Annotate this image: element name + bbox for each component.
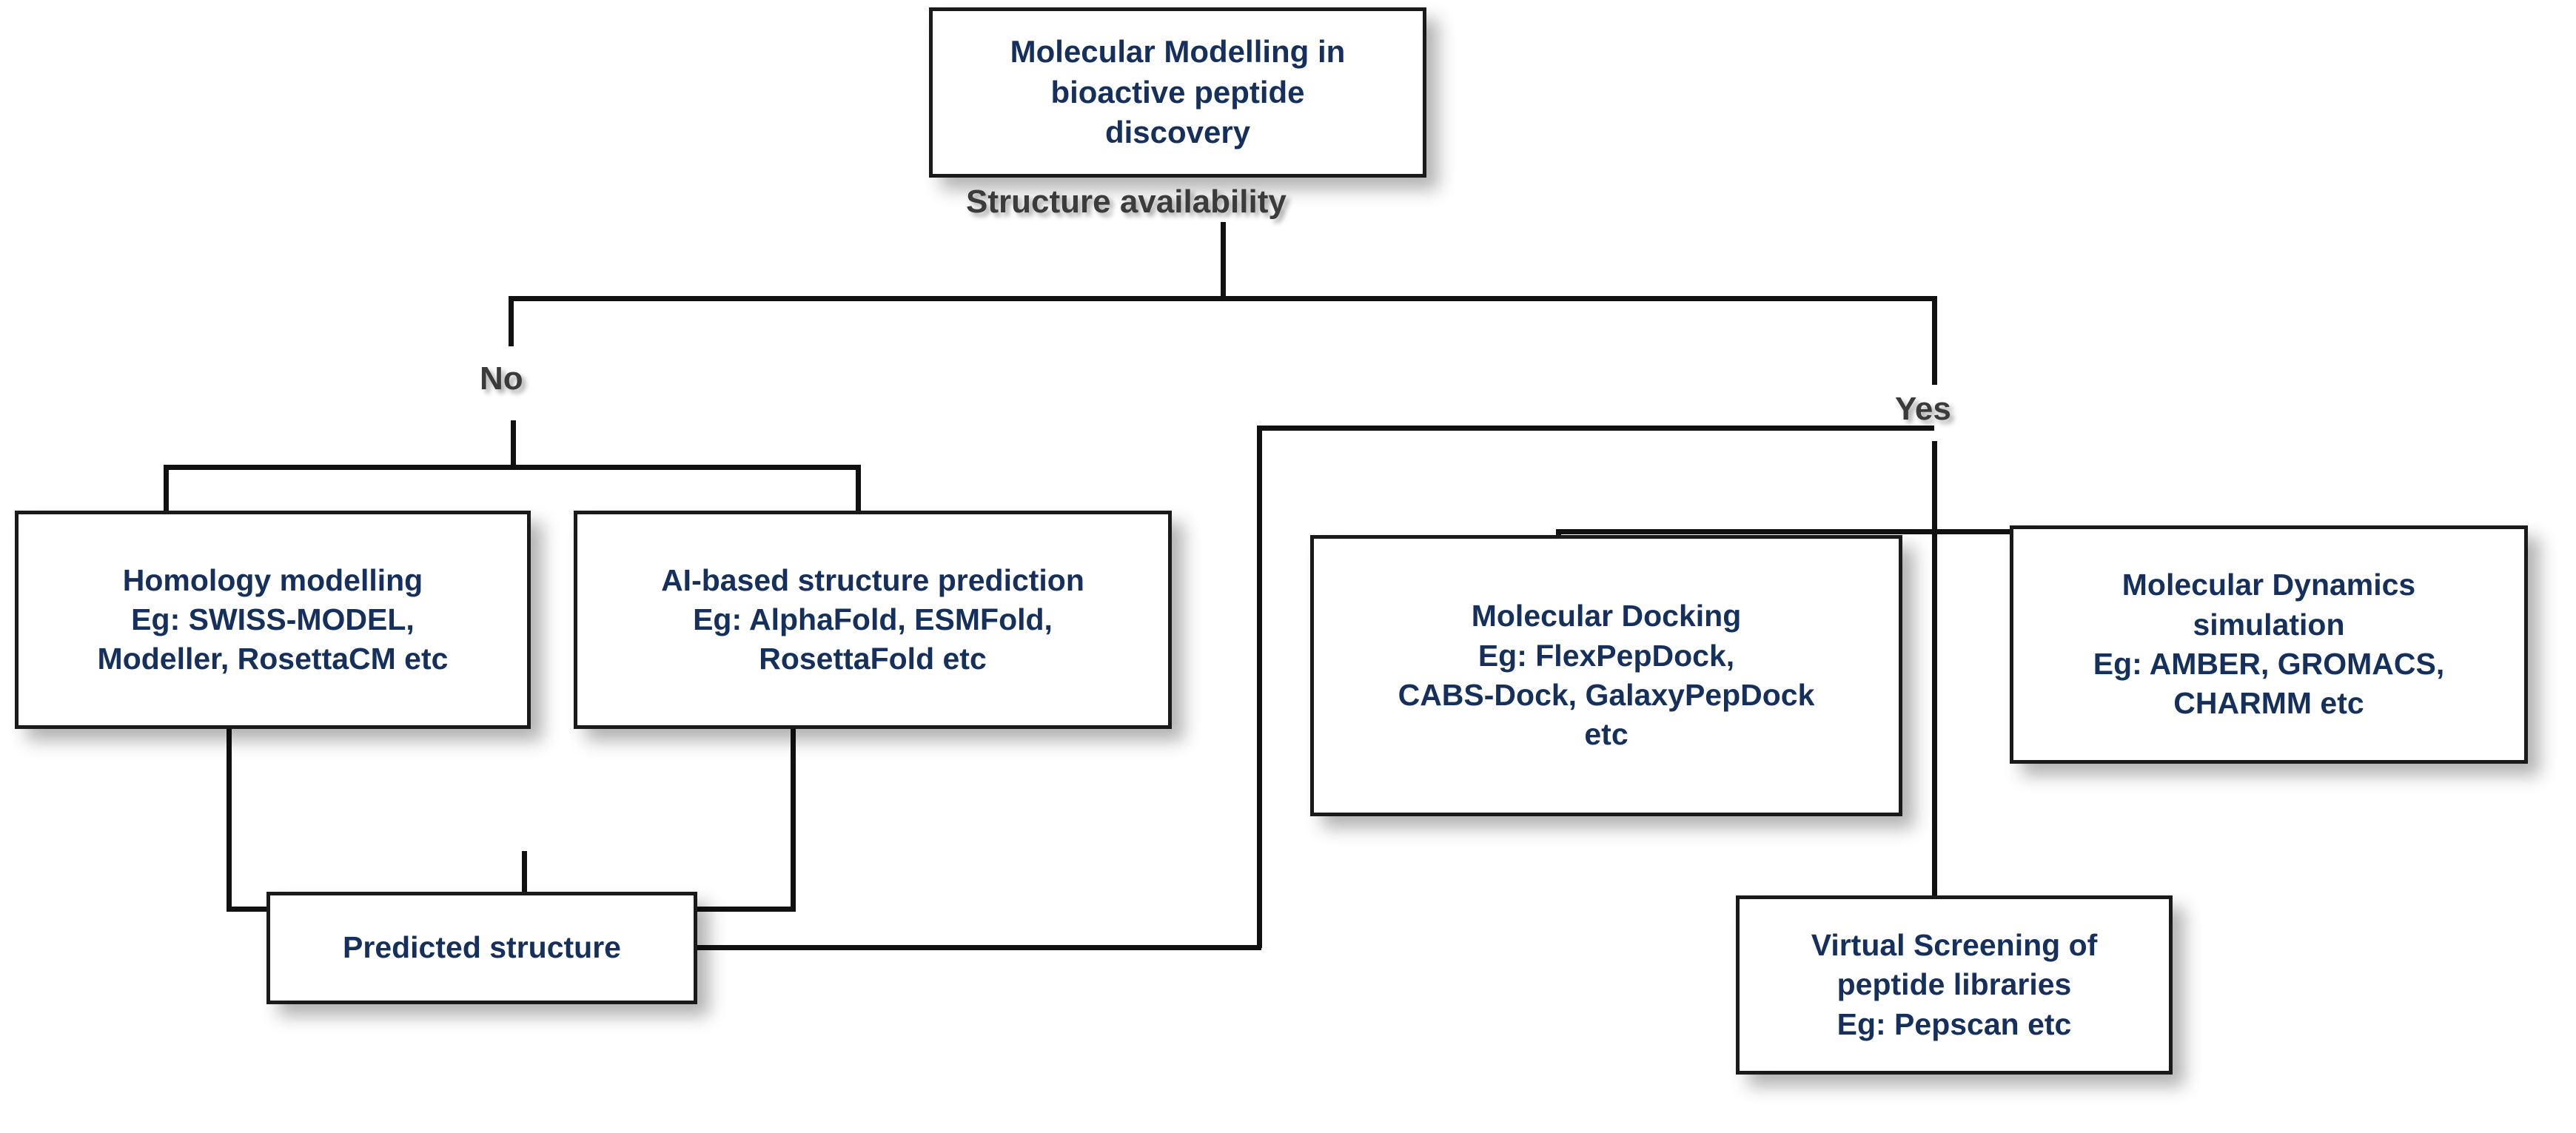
node-predicted-line-1: Predicted structure: [343, 930, 621, 965]
node-docking-line-3: CABS-Dock, GalaxyPepDock: [1398, 678, 1815, 712]
edge-root-stem: [1221, 222, 1226, 300]
node-ai-based-structure-prediction[interactable]: AI-based structure prediction Eg: AlphaF…: [574, 511, 1172, 729]
node-homology-line-2: Eg: SWISS-MODEL,: [131, 602, 415, 636]
edge-no-drop-lower: [511, 420, 516, 469]
edge-yes-drop-upper: [1932, 296, 1937, 385]
edge-yes-trunk: [1932, 441, 1937, 898]
node-root-line-2: bioactive peptide: [1050, 74, 1305, 110]
node-molecular-modelling-root[interactable]: Molecular Modelling in bioactive peptide…: [929, 7, 1426, 178]
edge-no-split-bar: [164, 465, 861, 470]
node-ai-line-3: RosettaFold etc: [759, 642, 987, 676]
node-homology-line-3: Modeller, RosettaCM etc: [97, 642, 449, 676]
node-predicted-structure[interactable]: Predicted structure: [266, 892, 697, 1004]
node-md-line-4: CHARMM etc: [2173, 686, 2364, 721]
node-md-line-3: Eg: AMBER, GROMACS,: [2093, 647, 2445, 681]
node-docking-line-4: etc: [1584, 717, 1629, 752]
node-molecular-docking[interactable]: Molecular Docking Eg: FlexPepDock, CABS-…: [1310, 535, 1902, 816]
edge-main-split-bar: [509, 296, 1937, 301]
node-vs-line-3: Eg: Pepscan etc: [1837, 1006, 2072, 1041]
label-branch-no: No: [480, 360, 523, 397]
node-homology-line-1: Homology modelling: [122, 562, 423, 597]
edge-homology-inlet: [164, 465, 169, 512]
node-md-line-1: Molecular Dynamics: [2121, 568, 2416, 602]
node-vs-line-2: peptide libraries: [1837, 967, 2072, 1002]
label-structure-availability: Structure availability: [966, 184, 1287, 220]
edge-yes-split-bar: [1556, 529, 2343, 534]
edge-predicted-riser: [1257, 426, 1262, 948]
edge-predicted-right-out: [694, 945, 1261, 950]
edge-merge-into-predicted-structure: [522, 851, 527, 910]
node-molecular-dynamics-simulation[interactable]: Molecular Dynamics simulation Eg: AMBER,…: [2010, 525, 2528, 764]
node-root-line-3: discovery: [1104, 115, 1251, 150]
node-homology-modelling[interactable]: Homology modelling Eg: SWISS-MODEL, Mode…: [15, 511, 531, 729]
node-ai-line-2: Eg: AlphaFold, ESMFold,: [693, 602, 1053, 636]
node-virtual-screening[interactable]: Virtual Screening of peptide libraries E…: [1736, 895, 2173, 1075]
edge-homology-down: [227, 727, 232, 912]
node-ai-line-1: AI-based structure prediction: [661, 562, 1084, 597]
edge-predicted-riser-top: [1257, 426, 1934, 431]
edge-ai-inlet: [856, 465, 861, 512]
node-docking-line-1: Molecular Docking: [1471, 599, 1742, 633]
node-vs-line-1: Virtual Screening of: [1811, 928, 2098, 963]
node-docking-line-2: Eg: FlexPepDock,: [1477, 638, 1735, 673]
edge-ai-down: [791, 727, 796, 912]
edge-docking-inlet: [1556, 529, 1561, 538]
label-branch-yes: Yes: [1895, 391, 1951, 427]
node-root-line-1: Molecular Modelling in: [1010, 34, 1346, 70]
node-md-line-2: simulation: [2193, 607, 2345, 642]
edge-no-drop-upper: [509, 296, 514, 346]
